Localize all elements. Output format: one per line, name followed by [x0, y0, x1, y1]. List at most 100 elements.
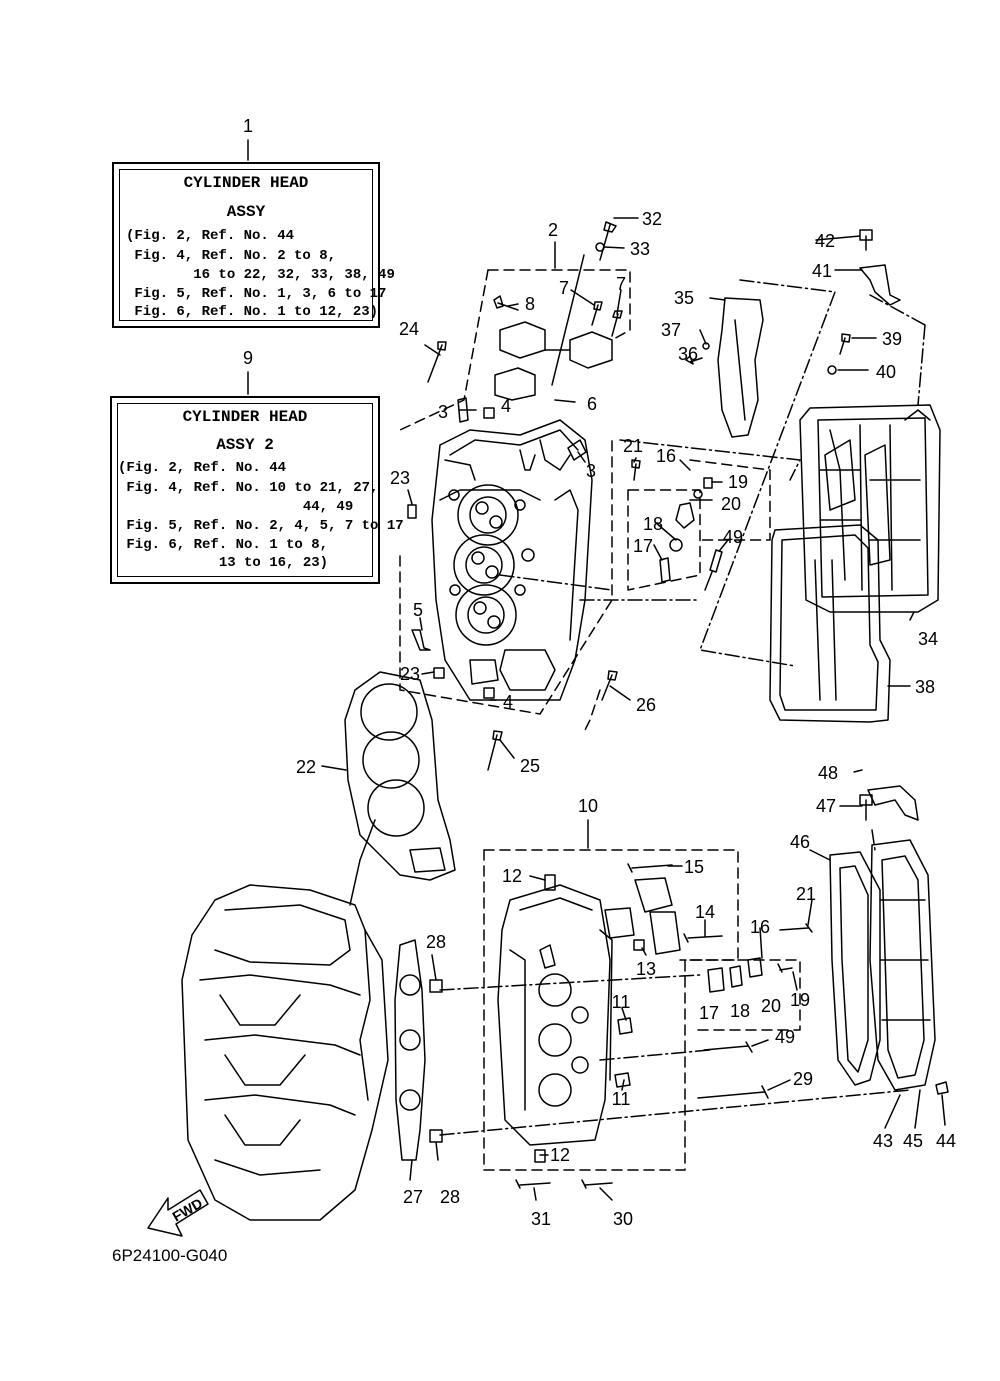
callout-21: 21: [623, 436, 643, 456]
callout-16: 16: [750, 917, 770, 937]
info-box-title-2: ASSY: [226, 203, 266, 221]
camshaft-caps: [494, 321, 613, 401]
callout-18: 18: [643, 514, 663, 534]
callout-27: 27: [403, 1187, 423, 1207]
callout-13: 13: [636, 959, 656, 979]
callout-47: 47: [816, 796, 836, 816]
fwd-label: FWD: [170, 1195, 206, 1225]
cam-cover-upper: [799, 404, 941, 613]
callout-31: 31: [531, 1209, 551, 1229]
callout-45: 44: [936, 1131, 956, 1151]
callout-39: 39: [882, 329, 902, 349]
info-box-line: 13 to 16, 23): [118, 555, 329, 571]
dashed-frame-head-2: [483, 849, 801, 1171]
callout-36: 36: [678, 344, 698, 364]
callout-32: 32: [642, 209, 662, 229]
callout-17: 17: [699, 1003, 719, 1023]
info-box-line: 44, 49: [118, 499, 354, 515]
callout-44: 46: [790, 832, 810, 852]
callout-23: 23: [400, 664, 420, 684]
callout-46: 45: [903, 1131, 923, 1151]
callout-leaders: [321, 217, 946, 1201]
callout-26: 26: [636, 695, 656, 715]
callout-37: 37: [661, 320, 681, 340]
cover-gasket-38: [769, 524, 891, 723]
callout-5: 5: [413, 600, 423, 620]
callout-18: 18: [730, 1001, 750, 1021]
info-box-title-2: ASSY 2: [216, 436, 274, 454]
camshaft-caps-lower: [604, 877, 681, 955]
callout-box-ref-9: 9: [243, 348, 253, 368]
callout-30: 30: [613, 1209, 633, 1229]
callout-15: 15: [684, 857, 704, 877]
callout-41: 41: [812, 261, 832, 281]
info-box-cylinder-head-assy: CYLINDER HEAD ASSY (Fig. 2, Ref. No. 44 …: [112, 162, 395, 328]
info-box-title-1: CYLINDER HEAD: [183, 174, 309, 192]
callout-19: 19: [790, 990, 810, 1010]
head-gasket-22: [344, 671, 456, 881]
callout-19: 19: [728, 472, 748, 492]
callout-33: 33: [630, 239, 650, 259]
callout-35: 35: [674, 288, 694, 308]
callout-42: 42: [815, 231, 835, 251]
valve-parts-upper: [407, 397, 723, 699]
info-box-line: Fig. 4, Ref. No. 2 to 8,: [126, 248, 337, 264]
fwd-arrow: [147, 1189, 209, 1237]
callout-28: 28: [426, 932, 446, 952]
cylinder-head-upper: [431, 419, 593, 701]
callout-3: 3: [438, 402, 448, 422]
callout-3: 3: [586, 461, 596, 481]
bolts-lower: [429, 794, 949, 1189]
catalog-number: 6P24100-G040: [112, 1246, 228, 1265]
callout-12: 12: [502, 866, 522, 886]
callout-49: 49: [775, 1027, 795, 1047]
callout-10: 10: [578, 796, 598, 816]
callout-7: 7: [559, 278, 569, 298]
reference-lines-lower: [439, 829, 911, 1136]
cover-gasket-44: [829, 851, 881, 1086]
info-box-line: Fig. 6, Ref. No. 1 to 8,: [118, 537, 329, 553]
callout-25: 25: [520, 756, 540, 776]
callout-20: 20: [761, 996, 781, 1016]
callout-49: 49: [723, 527, 743, 547]
bracket-47: [867, 785, 919, 821]
info-box-line: (Fig. 2, Ref. No. 44: [126, 228, 295, 244]
leader-line: [359, 819, 376, 861]
gasket-35: [717, 297, 764, 438]
cam-cover-lower: [869, 839, 936, 1091]
reference-lines-upper: [499, 279, 926, 667]
info-box-frame: [119, 169, 373, 321]
callout-28: 28: [440, 1187, 460, 1207]
callout-34: 34: [918, 629, 938, 649]
head-gasket-27: [394, 939, 426, 1161]
info-box-line: Fig. 5, Ref. No. 2, 4, 5, 7 to 17: [118, 518, 404, 534]
callout-8: 8: [525, 294, 535, 314]
callout-box-ref-1: 1: [243, 116, 253, 136]
info-box-line: Fig. 6, Ref. No. 1 to 12, 23): [126, 304, 379, 320]
callout-4: 4: [503, 692, 513, 712]
callout-21: 21: [796, 884, 816, 904]
callout-11: 11: [612, 992, 631, 1012]
cylinder-head-lower: [497, 884, 613, 1146]
callout-6: 6: [587, 394, 597, 414]
info-box-frame: [117, 403, 373, 577]
engine-block: [181, 859, 389, 1221]
callout-7: 7: [616, 274, 626, 294]
callout-2: 2: [548, 220, 558, 240]
callout-20: 20: [721, 494, 741, 514]
info-box-line: 16 to 22, 32, 33, 38, 49: [126, 267, 395, 283]
callout-40: 40: [876, 362, 896, 382]
callout-12: 12: [550, 1145, 570, 1165]
callout-11: 11: [612, 1089, 631, 1109]
callout-48: 48: [818, 763, 838, 783]
callout-17: 17: [633, 536, 653, 556]
callout-23: 23: [390, 468, 410, 488]
info-box-title-1: CYLINDER HEAD: [182, 408, 308, 426]
callout-14: 14: [695, 902, 715, 922]
callout-38: 38: [915, 677, 935, 697]
callout-22: 22: [296, 757, 316, 777]
info-box-line: Fig. 5, Ref. No. 1, 3, 6 to 17: [126, 286, 387, 302]
callout-29: 29: [793, 1069, 813, 1089]
callout-43: 43: [873, 1131, 893, 1151]
